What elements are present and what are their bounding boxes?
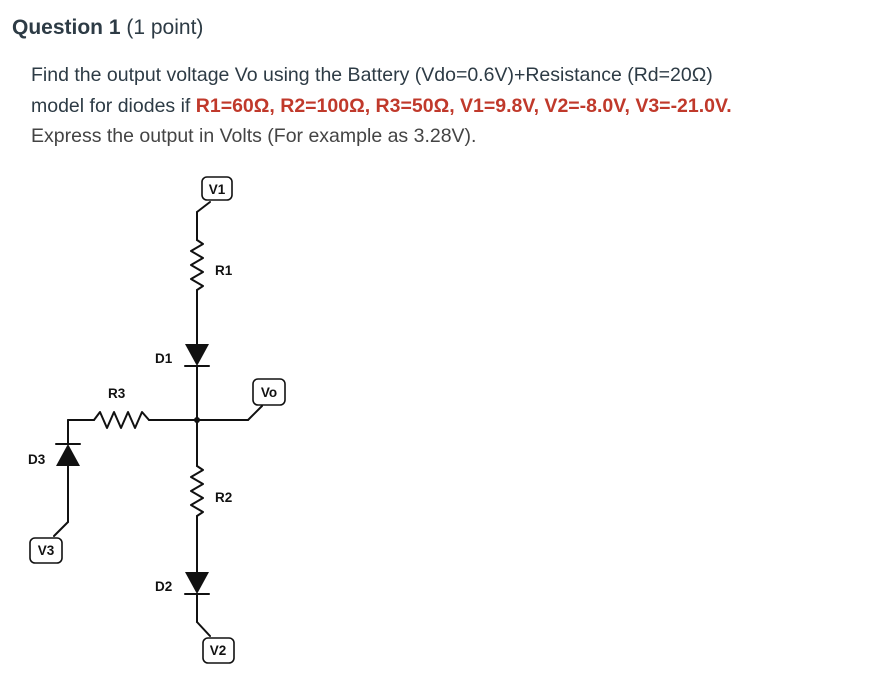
question-points: (1 point) [126, 16, 204, 39]
prompt-line-1: Find the output voltage Vo using the Bat… [31, 64, 713, 86]
d3-triangle [56, 444, 80, 466]
label-r3: R3 [108, 386, 126, 401]
d2-triangle [185, 572, 209, 594]
label-r2: R2 [215, 490, 232, 505]
question-prompt: Find the output voltage Vo using the Bat… [31, 60, 851, 152]
v2-lead [196, 621, 211, 637]
r2-resistor [190, 465, 204, 517]
v3-lead [53, 521, 69, 537]
prompt-line-3: Express the output in Volts (For example… [31, 125, 477, 147]
question-title: Question 1 [12, 16, 121, 39]
label-vo: Vo [261, 385, 277, 400]
label-v3: V3 [38, 543, 55, 558]
prompt-line-2: model for diodes if R1=60Ω, R2=100Ω, R3=… [31, 91, 851, 122]
v1-terminal-box [201, 176, 233, 201]
question-header: Question 1 (1 point) [12, 16, 203, 40]
junction-node [194, 417, 200, 423]
label-d2: D2 [155, 579, 172, 594]
r3-resistor [93, 411, 150, 429]
r1-resistor [190, 239, 204, 291]
prompt-values: R1=60Ω, R2=100Ω, R3=50Ω, V1=9.8V, V2=-8.… [195, 94, 732, 117]
label-v2: V2 [210, 643, 227, 658]
label-d3: D3 [28, 452, 46, 467]
vo-lead [247, 405, 263, 421]
prompt-line-2-prefix: model for diodes if [31, 94, 196, 117]
v2-terminal-box [202, 637, 235, 664]
d1-triangle [185, 344, 209, 366]
label-r1: R1 [215, 263, 233, 278]
vo-terminal-box [252, 378, 286, 406]
v3-terminal-box [29, 537, 63, 564]
v1-lead [196, 201, 211, 213]
label-d1: D1 [155, 351, 173, 366]
label-v1: V1 [209, 182, 226, 197]
